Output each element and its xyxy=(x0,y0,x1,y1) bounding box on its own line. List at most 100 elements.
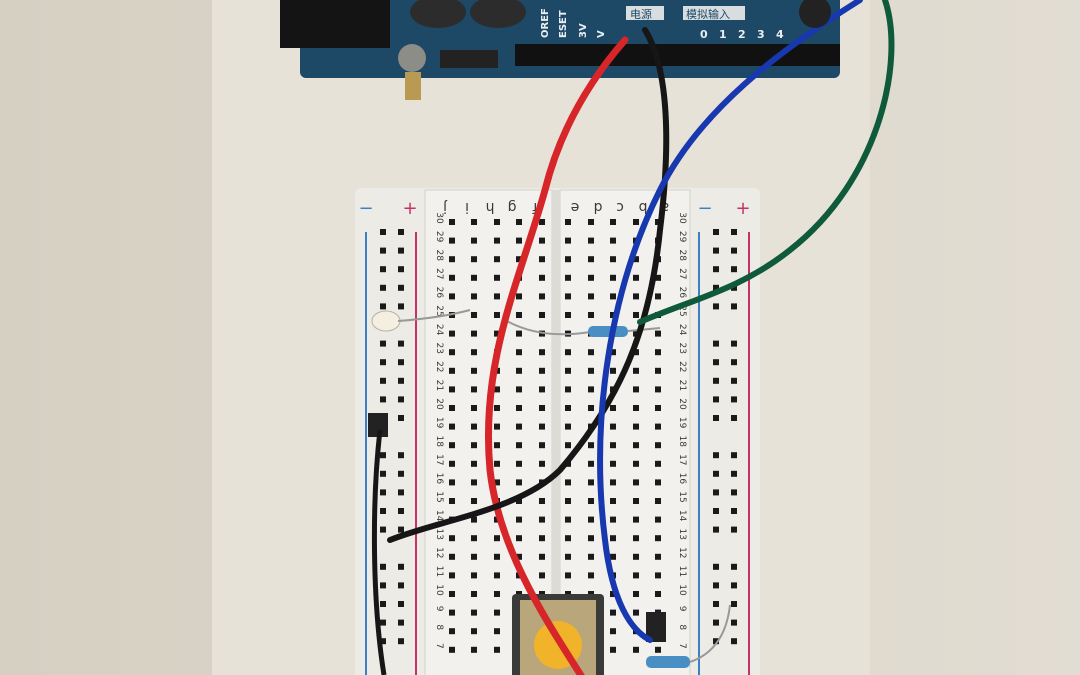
rail-hole xyxy=(380,266,386,273)
breadboard-hole xyxy=(494,479,500,486)
breadboard-hole xyxy=(633,386,639,393)
breadboard-hole xyxy=(539,386,545,393)
breadboard-hole xyxy=(494,646,500,653)
column-label: e xyxy=(571,199,580,215)
breadboard-hole xyxy=(610,274,616,281)
rail-hole xyxy=(713,619,719,626)
breadboard-hole xyxy=(471,535,477,542)
row-label: 18 xyxy=(434,435,444,447)
rail-hole xyxy=(731,582,737,589)
analog-pin-label: 4 xyxy=(776,28,784,41)
rail-hole xyxy=(731,303,737,310)
breadboard-hole xyxy=(633,312,639,318)
diode xyxy=(440,50,498,68)
rail-hole xyxy=(380,452,386,459)
rail-hole xyxy=(398,415,404,421)
analog-pin-label: 3 xyxy=(757,28,765,41)
breadboard-hole xyxy=(494,572,500,579)
rail-plus-label: + xyxy=(402,198,417,219)
breadboard-hole xyxy=(494,609,500,616)
breadboard-hole xyxy=(516,237,522,244)
breadboard-hole xyxy=(449,442,455,449)
rail-hole xyxy=(380,582,386,589)
breadboard-hole xyxy=(655,405,661,411)
breadboard-hole xyxy=(633,367,639,374)
breadboard-hole xyxy=(494,237,500,244)
row-label: 9 xyxy=(434,606,444,612)
row-label: 19 xyxy=(434,417,444,429)
rail-hole xyxy=(380,563,386,570)
breadboard-hole xyxy=(471,312,477,318)
rail-hole xyxy=(713,508,719,514)
breadboard-hole xyxy=(610,312,616,318)
breadboard-hole xyxy=(655,423,661,430)
breadboard-hole xyxy=(539,498,545,504)
breadboard-hole xyxy=(449,591,455,597)
row-label: 21 xyxy=(677,380,687,391)
rail-hole xyxy=(731,396,737,403)
row-label: 8 xyxy=(677,624,687,630)
breadboard-hole xyxy=(588,572,594,579)
breadboard-hole xyxy=(516,423,522,430)
breadboard-hole xyxy=(449,349,455,356)
pin-label: V xyxy=(596,30,607,38)
rail-hole xyxy=(398,340,404,347)
breadboard-hole xyxy=(565,367,571,374)
breadboard-hole xyxy=(494,386,500,393)
row-label: 26 xyxy=(434,287,444,299)
breadboard-hole xyxy=(539,293,545,300)
rail-hole xyxy=(713,377,719,384)
breadboard-hole xyxy=(633,442,639,449)
rail-hole xyxy=(380,377,386,384)
rail-hole xyxy=(713,247,719,254)
pin-label: 3V xyxy=(578,23,589,38)
breadboard-hole xyxy=(471,442,477,449)
rail-hole xyxy=(731,415,737,421)
rail-hole xyxy=(731,563,737,570)
breadboard-hole xyxy=(610,516,616,523)
breadboard-hole xyxy=(449,479,455,486)
breadboard-hole xyxy=(655,386,661,393)
breadboard-hole xyxy=(565,498,571,504)
row-label: 22 xyxy=(677,361,687,372)
column-label: f xyxy=(531,199,537,215)
row-label: 15 xyxy=(434,491,444,502)
breadboard-hole xyxy=(633,516,639,523)
row-label: 25 xyxy=(677,305,687,316)
rail-hole xyxy=(380,303,386,310)
row-label: 30 xyxy=(434,212,444,224)
breadboard-hole xyxy=(516,516,522,523)
breadboard-hole xyxy=(655,572,661,579)
center-channel xyxy=(552,190,560,675)
breadboard-hole xyxy=(516,367,522,374)
breadboard-hole xyxy=(449,498,455,504)
breadboard-hole xyxy=(565,442,571,449)
breadboard-hole xyxy=(449,219,455,225)
row-label: 10 xyxy=(677,584,687,596)
breadboard-hole xyxy=(565,405,571,411)
column-label: c xyxy=(616,199,624,215)
breadboard-hole xyxy=(633,349,639,356)
breadboard-hole xyxy=(633,460,639,467)
rail-hole xyxy=(731,284,737,291)
row-label: 20 xyxy=(434,398,444,410)
breadboard-hole xyxy=(655,498,661,504)
rail-hole xyxy=(731,452,737,459)
rail-hole xyxy=(713,396,719,403)
row-label: 17 xyxy=(677,454,687,465)
row-label: 28 xyxy=(434,249,444,261)
breadboard-hole xyxy=(449,535,455,542)
row-label: 8 xyxy=(434,624,444,630)
breadboard-hole xyxy=(565,256,571,263)
mounting-screw xyxy=(398,44,426,72)
rail-hole xyxy=(380,619,386,626)
breadboard-hole xyxy=(449,274,455,281)
breadboard-hole xyxy=(565,293,571,300)
breadboard-hole xyxy=(494,442,500,449)
black-wire xyxy=(387,27,670,543)
row-label: 26 xyxy=(677,287,687,299)
breadboard-hole xyxy=(539,423,545,430)
breadboard-hole xyxy=(633,646,639,653)
breadboard-hole xyxy=(539,553,545,560)
